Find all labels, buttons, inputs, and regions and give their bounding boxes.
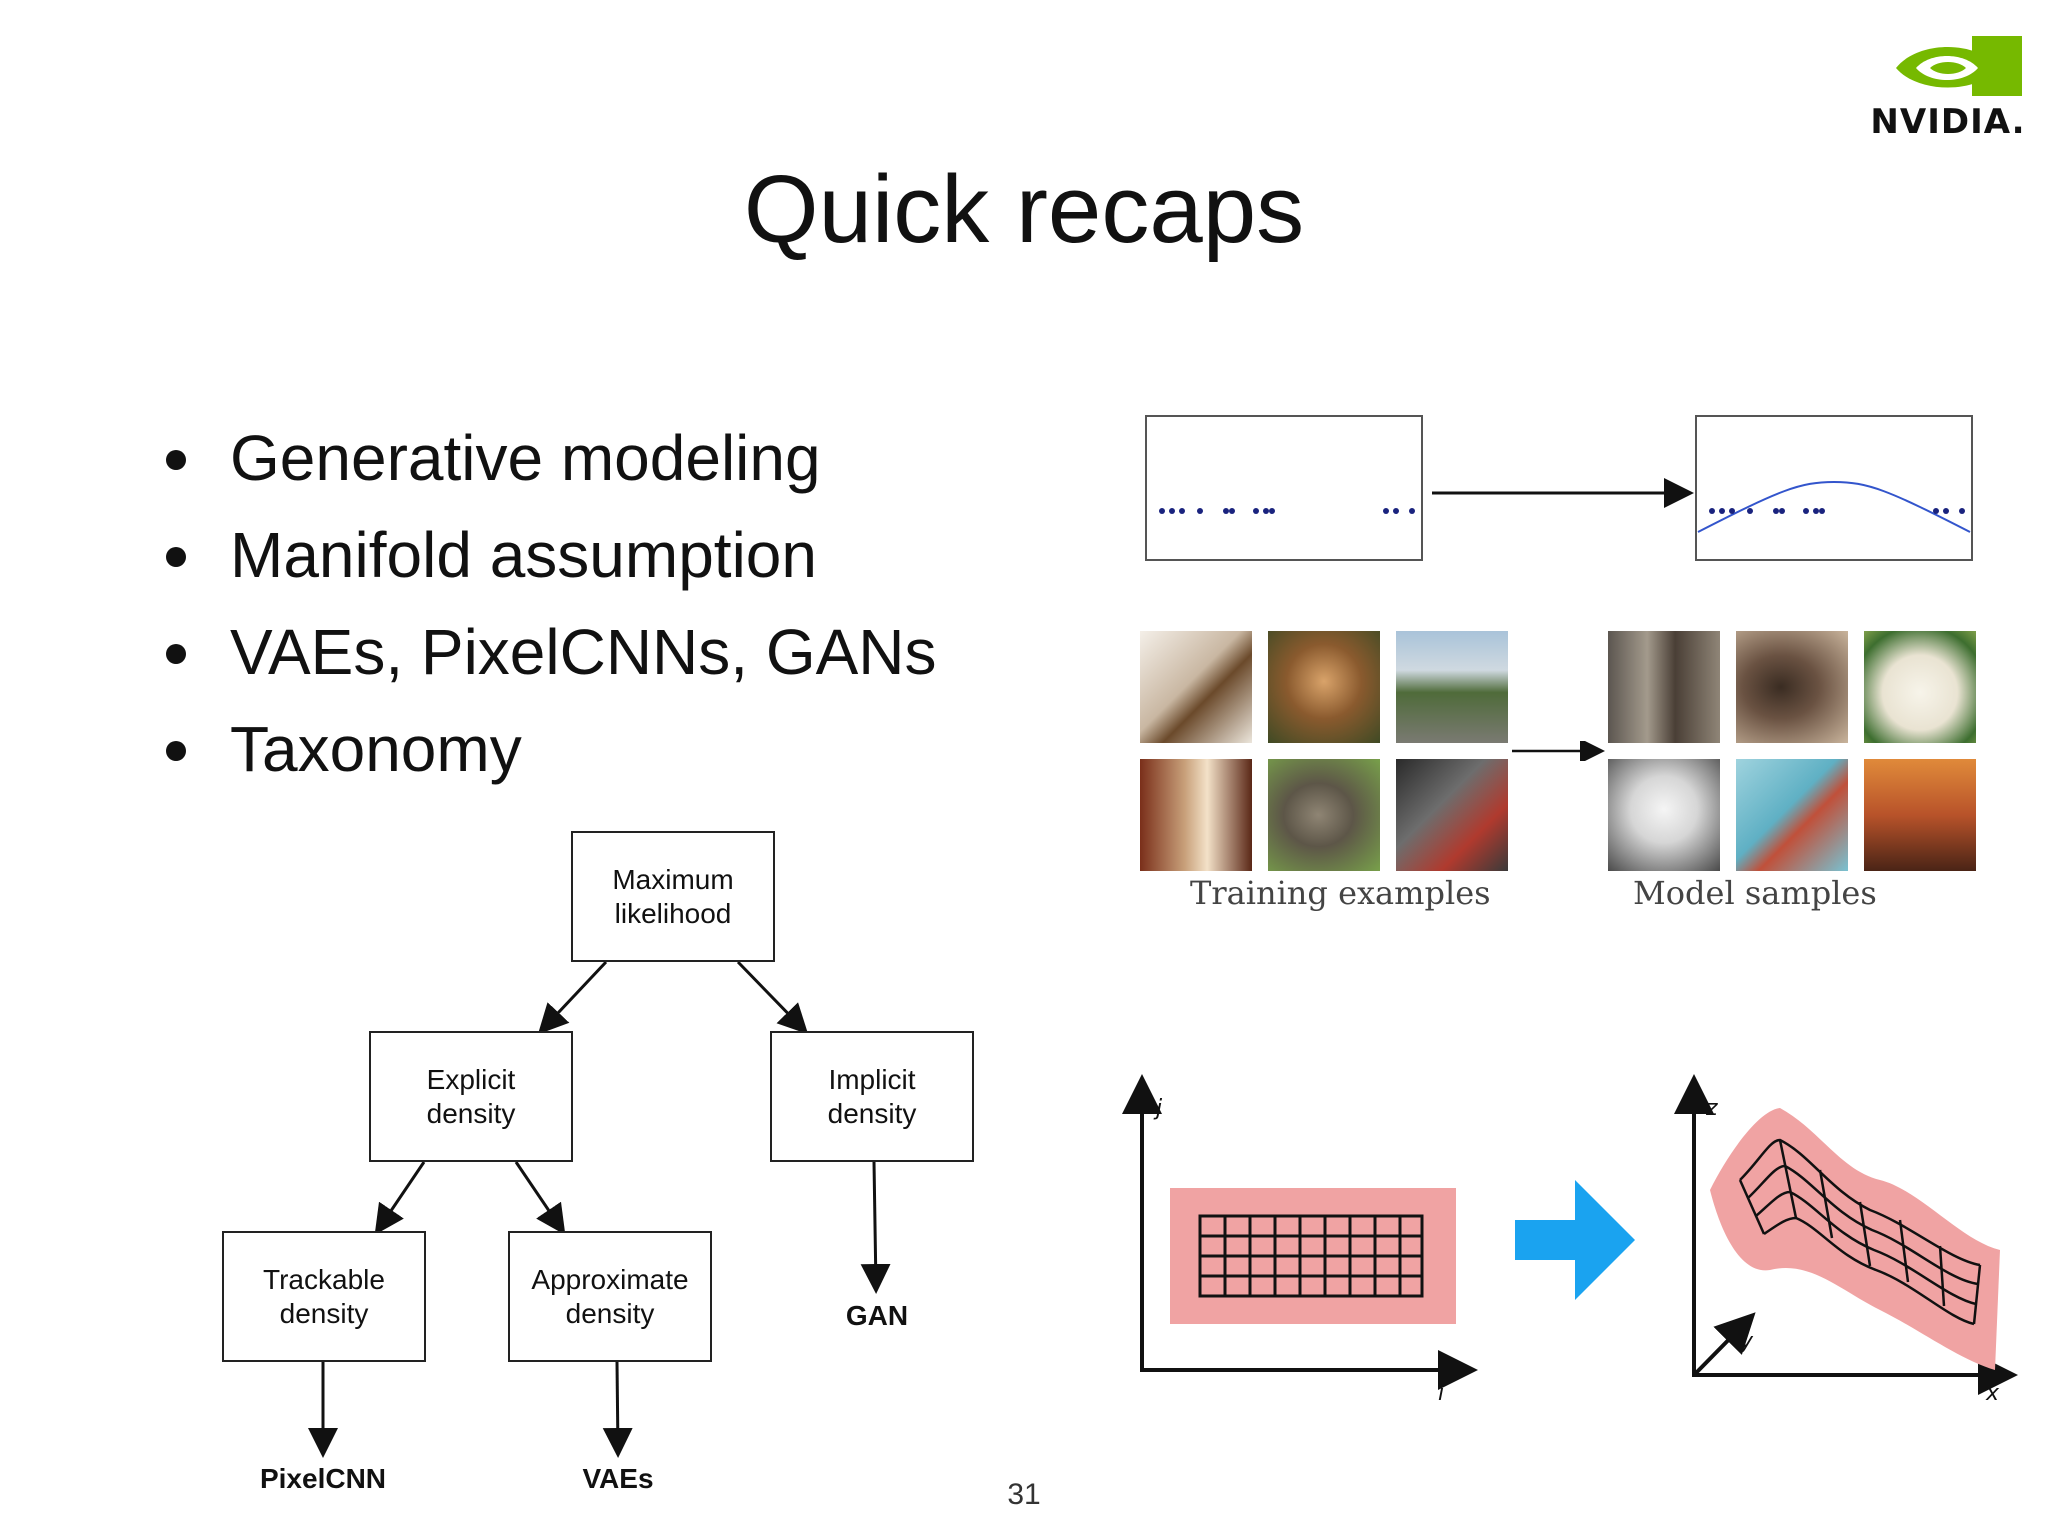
bullet-item: Generative modeling xyxy=(150,410,937,507)
training-image xyxy=(1140,631,1252,743)
edge-explicit-approximate xyxy=(514,1161,566,1235)
edge-root-explicit xyxy=(537,960,608,1035)
slide-title: Quick recaps xyxy=(743,156,1305,263)
bullet-list: Generative modeling Manifold assumption … xyxy=(150,410,937,798)
edge-root-implicit xyxy=(736,960,809,1035)
node-approximate-density: Approximate density xyxy=(508,1231,712,1362)
curved-grid xyxy=(1738,1138,1982,1326)
node-trackable-density: Trackable density xyxy=(222,1231,426,1362)
arrow-to-model-samples xyxy=(1512,741,1605,761)
axis-x-label: x xyxy=(1985,1381,2000,1406)
leaf-pixelcnn: PixelCNN xyxy=(259,1463,387,1494)
bullet-item: VAEs, PixelCNNs, GANs xyxy=(150,604,937,701)
bullet-item: Taxonomy xyxy=(150,701,937,798)
axis-z-label: z xyxy=(1705,1096,1718,1121)
model-sample-image xyxy=(1864,631,1976,743)
bullet-item: Manifold assumption xyxy=(150,507,937,604)
training-image xyxy=(1268,759,1380,871)
density-curve xyxy=(1697,480,1971,533)
samples-panel xyxy=(1145,415,1423,561)
model-sample-image xyxy=(1608,631,1720,743)
training-image xyxy=(1396,759,1508,871)
edge-implicit-gan xyxy=(860,1161,891,1294)
node-explicit-density: Explicit density xyxy=(369,1031,573,1162)
mapping-arrow-icon xyxy=(1515,1180,1635,1300)
nvidia-logo: NVIDIA. xyxy=(1868,30,2028,142)
manifold-illustration: j i z y x xyxy=(1122,1074,2018,1406)
edge-approximate-vaes xyxy=(602,1361,633,1458)
axis-y-label: y xyxy=(1739,1329,1754,1354)
training-image xyxy=(1140,759,1252,871)
flat-grid xyxy=(1198,1214,1424,1298)
model-samples-caption: Model samples xyxy=(1633,874,1877,912)
model-sample-image xyxy=(1864,759,1976,871)
page-number: 31 xyxy=(1007,1478,1041,1511)
taxonomy-connectors xyxy=(308,960,891,1458)
model-sample-image xyxy=(1736,631,1848,743)
nvidia-eye-icon xyxy=(1896,36,2022,96)
density-estimation-illustration xyxy=(1145,415,1973,561)
training-image xyxy=(1396,631,1508,743)
model-sample-image xyxy=(1608,759,1720,871)
density-panel xyxy=(1695,415,1973,561)
model-sample-image xyxy=(1736,759,1848,871)
leaf-gan: GAN xyxy=(845,1300,909,1331)
training-examples-caption: Training examples xyxy=(1190,874,1491,912)
edge-explicit-trackable xyxy=(374,1161,426,1235)
leaf-vaes: VAEs xyxy=(582,1463,654,1494)
node-maximum-likelihood: Maximum likelihood xyxy=(571,831,775,962)
axis-j-label: j xyxy=(1153,1096,1163,1121)
node-implicit-density: Implicit density xyxy=(770,1031,974,1162)
axis-y-line xyxy=(1692,1312,1756,1377)
training-image xyxy=(1268,631,1380,743)
axis-i-label: i xyxy=(1438,1381,1444,1406)
nvidia-wordmark: NVIDIA. xyxy=(1870,102,2026,142)
